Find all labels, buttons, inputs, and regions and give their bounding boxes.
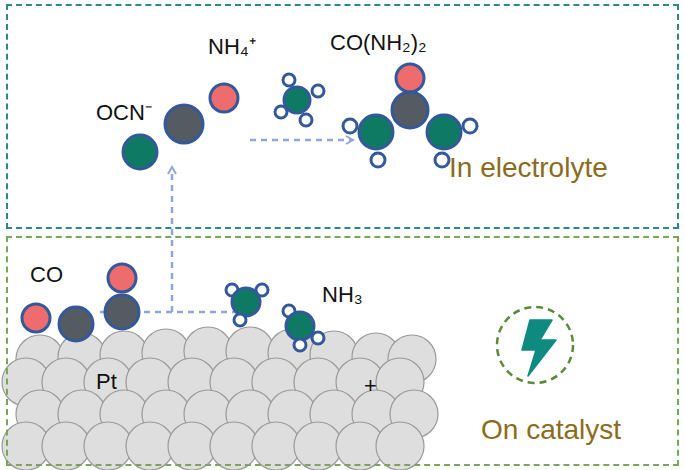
reaction-arrow [250, 139, 352, 142]
pt-surface [2, 327, 438, 470]
region-box: On catalyst [6, 236, 679, 466]
power-icon [497, 307, 573, 383]
molecule-label: CO(NH₂)₂ [330, 30, 427, 56]
region-title: In electrolyte [449, 152, 608, 184]
molecule-label: CO [30, 262, 63, 288]
metal-label: Pt [96, 369, 117, 395]
lightning-bolt [522, 320, 556, 376]
molecules [22, 64, 477, 351]
desorption-arrow [171, 168, 174, 312]
region-title: On catalyst [481, 414, 621, 446]
molecule-label: NH₃ [322, 282, 363, 308]
charge-sign: + [364, 373, 377, 399]
molecule-label: OCN⁻ [96, 96, 152, 126]
molecule-label: NH₄⁺ [208, 30, 256, 60]
